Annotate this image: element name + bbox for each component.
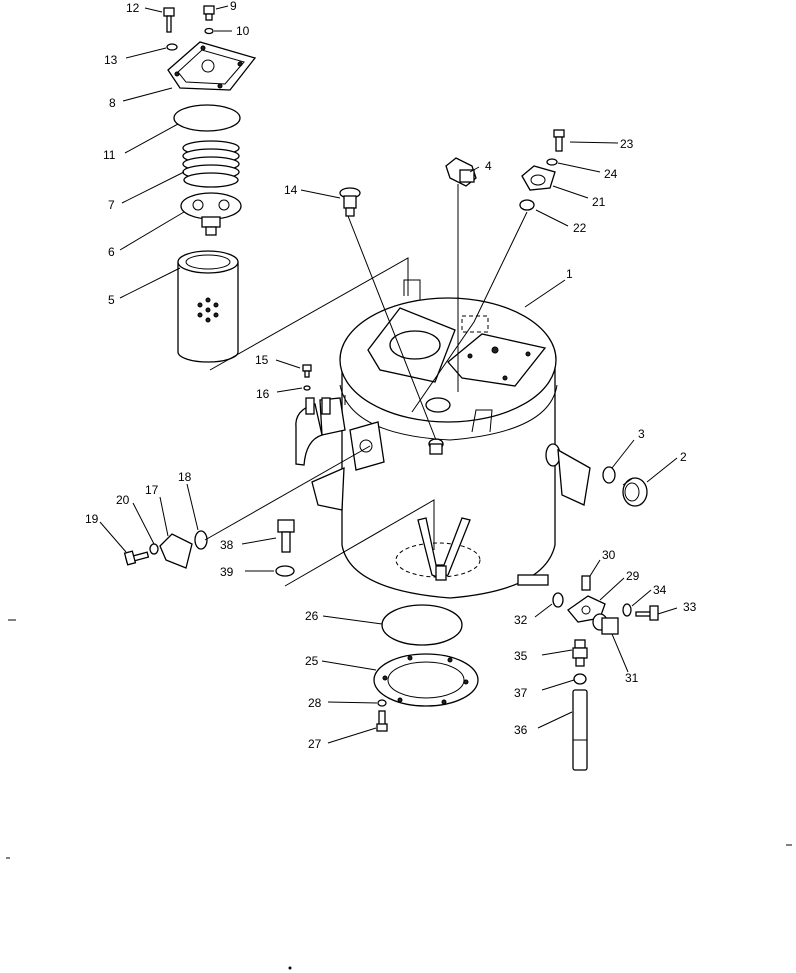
washer-20 <box>149 543 159 555</box>
cover-8 <box>167 41 257 91</box>
plate-17 <box>159 533 193 569</box>
bottom-parts <box>373 604 479 732</box>
callout-39: 39 <box>220 565 234 579</box>
spring-7 <box>182 140 240 188</box>
bolt-33 <box>635 605 659 621</box>
callout-27: 27 <box>308 737 322 751</box>
callout-38: 38 <box>220 538 234 552</box>
callout-21: 21 <box>592 195 606 209</box>
callouts: 12 9 10 13 8 11 7 6 5 14 4 23 24 21 22 1… <box>85 0 697 751</box>
callout-8: 8 <box>109 96 116 110</box>
clamp-37 <box>573 673 587 685</box>
flange-21 <box>521 165 556 191</box>
callout-17: 17 <box>145 483 159 497</box>
callout-20: 20 <box>116 493 130 507</box>
o-ring-22 <box>519 199 535 211</box>
callout-23: 23 <box>620 137 634 151</box>
callout-2: 2 <box>680 450 687 464</box>
guide-lines <box>204 184 528 587</box>
seal-ring-11 <box>173 104 241 132</box>
valve-6 <box>180 192 242 236</box>
plug-31 <box>592 613 619 635</box>
washer-34 <box>622 603 632 617</box>
callout-33: 33 <box>683 600 697 614</box>
pin-30 <box>581 575 591 591</box>
callout-13: 13 <box>104 53 118 67</box>
bolt-38 <box>277 519 295 553</box>
callout-12: 12 <box>126 1 140 15</box>
scan-specks <box>6 619 792 970</box>
sensor-14 <box>339 187 361 217</box>
callout-34: 34 <box>653 583 667 597</box>
cover-plate-25 <box>373 653 479 707</box>
washer-28 <box>377 699 387 707</box>
callout-35: 35 <box>514 649 528 663</box>
callout-18: 18 <box>178 470 192 484</box>
right-side-parts <box>552 466 659 771</box>
callout-30: 30 <box>602 548 616 562</box>
callout-28: 28 <box>308 696 322 710</box>
callout-31: 31 <box>625 671 639 685</box>
gasket-26 <box>381 604 463 646</box>
callout-5: 5 <box>108 293 115 307</box>
o-ring-10 <box>204 27 214 35</box>
callout-4: 4 <box>485 159 492 173</box>
washer-13 <box>166 43 178 51</box>
washer-39 <box>275 565 295 577</box>
callout-24: 24 <box>604 167 618 181</box>
callout-29: 29 <box>626 569 640 583</box>
left-side-parts <box>123 364 312 577</box>
callout-36: 36 <box>514 723 528 737</box>
o-ring-32 <box>552 592 564 608</box>
callout-22: 22 <box>573 221 587 235</box>
bolt-23 <box>553 129 565 152</box>
o-ring-16 <box>303 385 311 391</box>
flange-2 <box>622 477 648 507</box>
callout-6: 6 <box>108 245 115 259</box>
callout-15: 15 <box>255 353 269 367</box>
nipple-35 <box>572 639 588 667</box>
callout-25: 25 <box>305 654 319 668</box>
callout-10: 10 <box>236 24 250 38</box>
callout-3: 3 <box>638 427 645 441</box>
callout-9: 9 <box>230 0 237 13</box>
o-ring-3 <box>602 466 616 484</box>
washer-24 <box>546 158 558 166</box>
hose-36 <box>572 689 588 771</box>
breather-4 <box>445 157 477 187</box>
callout-16: 16 <box>256 387 270 401</box>
bolt-9 <box>203 5 215 21</box>
callout-14: 14 <box>284 183 298 197</box>
callout-1: 1 <box>566 267 573 281</box>
callout-37: 37 <box>514 686 528 700</box>
callout-7: 7 <box>108 198 115 212</box>
bolt-12 <box>163 7 175 33</box>
callout-26: 26 <box>305 609 319 623</box>
callout-19: 19 <box>85 512 99 526</box>
o-ring-18 <box>194 530 208 550</box>
bolt-19 <box>123 550 150 566</box>
bolt-15 <box>302 364 312 378</box>
callout-11: 11 <box>103 148 116 162</box>
bolt-27 <box>376 710 388 732</box>
top-right-parts <box>339 129 565 217</box>
tank-1 <box>295 279 591 599</box>
element-5 <box>177 250 239 363</box>
filter-stack <box>163 5 257 363</box>
callout-32: 32 <box>514 613 528 627</box>
leader-lines <box>99 5 678 744</box>
